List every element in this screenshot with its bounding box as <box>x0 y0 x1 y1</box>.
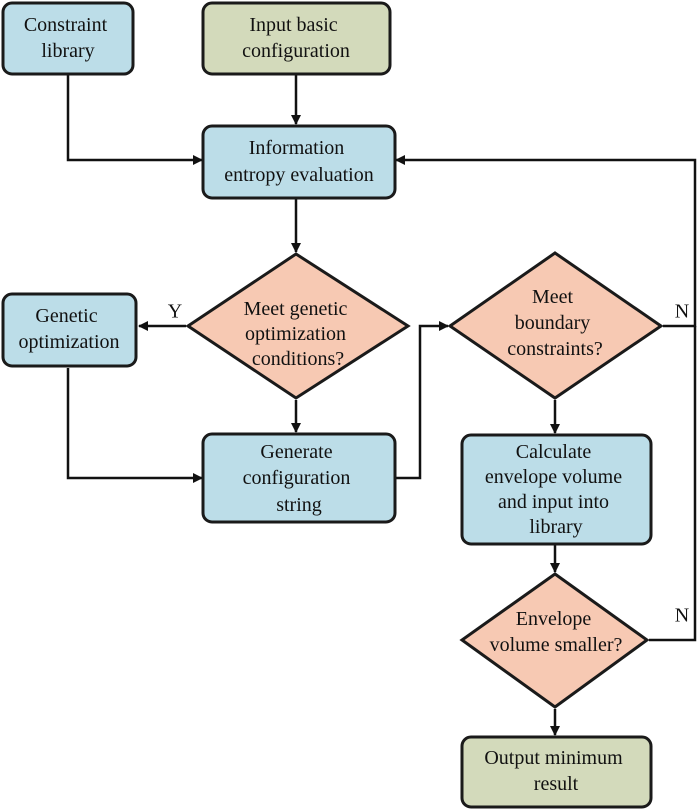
svg-text:Input basic configuratio: Input basic configuration <box>242 14 350 62</box>
node-genetic-optimization: Genetic optimization <box>1 292 138 368</box>
edge-constraint-library-to-entropy <box>66 75 203 165</box>
meet-boundary-constraints-line-1: Meet <box>532 286 574 308</box>
node-input-basic-configuration: Input basic configuration <box>201 1 392 76</box>
calculate-envelope-volume-box <box>460 433 653 546</box>
edges <box>66 75 697 736</box>
svg-text:Constraint library: Constraint library <box>24 14 112 62</box>
label-envelope-no: N <box>675 605 689 627</box>
meet-genetic-conditions-line-2: optimization <box>245 323 346 345</box>
constraint-library-box <box>1 1 135 76</box>
genetic-optimization-line-2: optimization <box>18 331 119 353</box>
label-genetic-yes: Y <box>168 301 182 323</box>
generate-configuration-string-line-2: configuration <box>243 467 351 489</box>
svg-text:Meet genetic optimizatio: Meet genetic optimization conditions? <box>244 298 353 370</box>
edge-boundary-no-loop <box>395 155 697 328</box>
envelope-volume-smaller-line-1: Envelope <box>516 608 592 630</box>
svg-text:Information entropy eval: Information entropy evaluation <box>224 137 373 186</box>
generate-configuration-string-line-3: string <box>276 494 322 516</box>
node-constraint-library: Constraint library <box>1 1 135 76</box>
svg-text:Meet boundary cons: Meet boundary constraints? <box>507 286 603 360</box>
constraint-library-line-2: library <box>41 40 94 62</box>
label-boundary-no: N <box>675 301 689 323</box>
information-entropy-evaluation-line-1: Information <box>249 137 345 159</box>
input-basic-configuration-box <box>201 1 392 76</box>
svg-text:Calculate envelope volum: Calculate envelope volume and input into… <box>485 441 627 538</box>
calculate-envelope-volume-line-2: envelope volume <box>485 466 622 488</box>
input-basic-configuration-line-2: configuration <box>242 40 350 62</box>
node-output-minimum-result: Output minimum result <box>460 735 653 809</box>
output-minimum-result-line-2: result <box>534 773 579 795</box>
constraint-library-line-1: Constraint <box>24 14 108 36</box>
meet-genetic-conditions-line-1: Meet genetic <box>244 298 348 320</box>
generate-configuration-string-line-1: Generate <box>260 441 332 463</box>
meet-genetic-conditions-diamond <box>185 252 411 400</box>
node-meet-boundary-constraints: Meet boundary constraints? <box>447 251 664 400</box>
meet-boundary-constraints-line-3: constraints? <box>507 338 603 360</box>
edge-envelope-no-loop <box>649 326 697 642</box>
calculate-envelope-volume-line-1: Calculate <box>516 441 592 463</box>
information-entropy-evaluation-line-2: entropy evaluation <box>224 164 373 186</box>
svg-text:Genetic optimization: Genetic optimization <box>18 305 119 353</box>
edge-genetic-optimization-to-generate <box>66 368 203 483</box>
svg-text:Generate configuration: Generate configuration string <box>243 441 356 516</box>
envelope-volume-smaller-line-2: volume smaller? <box>490 634 623 656</box>
svg-text:Envelope volume smaller?: Envelope volume smaller? <box>490 608 623 656</box>
edge-generate-to-boundary-decision <box>395 321 449 480</box>
information-entropy-evaluation-box <box>201 124 397 200</box>
calculate-envelope-volume-line-3: and input into <box>498 491 609 513</box>
meet-boundary-constraints-diamond <box>447 251 664 400</box>
input-basic-configuration-line-1: Input basic <box>249 14 337 36</box>
node-meet-genetic-conditions: Meet genetic optimization conditions? <box>185 252 411 400</box>
output-minimum-result-line-1: Output minimum <box>484 747 623 769</box>
meet-boundary-constraints-line-2: boundary <box>515 312 591 334</box>
calculate-envelope-volume-line-4: library <box>529 516 582 538</box>
node-information-entropy-evaluation: Information entropy evaluation <box>201 124 397 200</box>
svg-text:Output minimum result: Output minimum result <box>484 747 627 795</box>
node-calculate-envelope-volume: Calculate envelope volume and input into… <box>460 433 653 546</box>
node-envelope-volume-smaller: Envelope volume smaller? <box>459 572 650 709</box>
genetic-optimization-box <box>1 292 138 368</box>
output-minimum-result-box <box>460 735 653 809</box>
envelope-volume-smaller-diamond <box>459 572 650 709</box>
genetic-optimization-line-1: Genetic <box>35 305 97 327</box>
meet-genetic-conditions-line-3: conditions? <box>252 348 344 370</box>
generate-configuration-string-box <box>201 432 397 524</box>
node-generate-configuration-string: Generate configuration string <box>201 432 397 524</box>
